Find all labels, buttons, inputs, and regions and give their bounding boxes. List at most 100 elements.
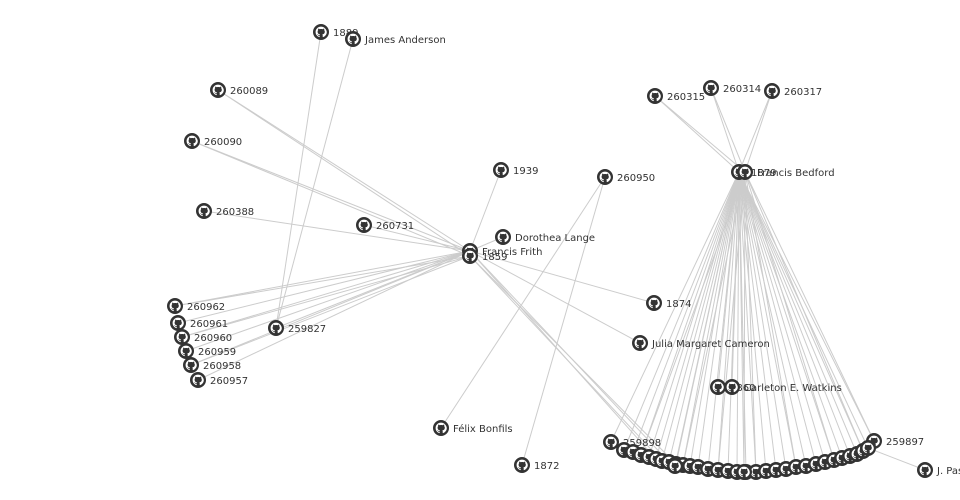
graph-node-260090[interactable]: 260090 xyxy=(184,133,242,149)
edge xyxy=(275,250,471,329)
edge xyxy=(469,250,641,344)
graph-node-1889[interactable]: 1889 xyxy=(313,24,358,40)
edge xyxy=(197,250,471,381)
graph-node-260961[interactable]: 260961 xyxy=(170,315,228,331)
edge xyxy=(648,171,740,458)
node-label: 260314 xyxy=(723,84,761,95)
node-label: Francis Bedford xyxy=(757,168,835,179)
github-icon xyxy=(174,329,190,345)
graph-node-1874[interactable]: 1874 xyxy=(646,295,691,311)
edge xyxy=(710,87,740,173)
edge xyxy=(867,447,926,471)
edge xyxy=(655,171,740,460)
edge xyxy=(738,171,875,442)
edge xyxy=(744,171,757,473)
graph-node-259897[interactable]: 259897 xyxy=(866,433,924,449)
node-label: 260731 xyxy=(376,221,414,232)
graph-node-260317[interactable]: 260317 xyxy=(764,83,822,99)
github-icon xyxy=(710,379,726,395)
edge xyxy=(738,171,851,457)
edge xyxy=(738,171,807,467)
node-label: Francis Frith xyxy=(482,247,542,258)
github-icon xyxy=(462,248,478,264)
edge xyxy=(682,171,746,466)
github-icon xyxy=(210,82,226,98)
graph-node-julia-margaret-cameron[interactable]: Julia Margaret Cameron xyxy=(632,335,770,351)
node-label: 260961 xyxy=(190,319,228,330)
edge xyxy=(469,250,655,304)
node-label: Dorothea Lange xyxy=(515,233,595,244)
graph-node-c32[interactable] xyxy=(736,464,752,480)
node-label: 1859 xyxy=(482,252,507,263)
graph-node-260962[interactable]: 260962 xyxy=(167,298,225,314)
node-label: 260959 xyxy=(198,347,236,358)
github-icon xyxy=(178,343,194,359)
github-icon xyxy=(737,164,753,180)
github-icon xyxy=(646,295,662,311)
node-label: 259897 xyxy=(886,437,924,448)
graph-node-carleton-watkins[interactable]: Carleton E. Watkins xyxy=(724,379,842,395)
edge xyxy=(217,89,471,257)
graph-node-1939[interactable]: 1939 xyxy=(493,162,538,178)
graph-node-260959[interactable]: 260959 xyxy=(178,343,236,359)
edge xyxy=(744,90,773,173)
graph-node-260950[interactable]: 260950 xyxy=(597,169,655,185)
edge xyxy=(469,255,663,462)
graph-node-260089[interactable]: 260089 xyxy=(210,82,268,98)
node-label: 260958 xyxy=(203,361,241,372)
graph-node-francis-bedford[interactable]: Francis Bedford xyxy=(737,164,835,180)
node-label: J. Pas xyxy=(936,466,960,477)
github-icon xyxy=(764,83,780,99)
graph-node-260958[interactable]: 260958 xyxy=(183,357,241,373)
graph-node-260957[interactable]: 260957 xyxy=(190,372,248,388)
github-icon xyxy=(514,457,530,473)
edge xyxy=(469,169,502,252)
edge xyxy=(177,250,471,324)
edge xyxy=(738,171,843,459)
node-label: 260388 xyxy=(216,207,254,218)
edge xyxy=(738,171,817,465)
graph-node-260388[interactable]: 260388 xyxy=(196,203,254,219)
node-label: Julia Margaret Cameron xyxy=(651,339,770,350)
graph-node-260314[interactable]: 260314 xyxy=(703,80,761,96)
graph-node-francis-frith[interactable]: Francis Frith xyxy=(462,243,542,259)
github-icon xyxy=(667,458,683,474)
graph-node-260960[interactable]: 260960 xyxy=(174,329,232,345)
github-icon xyxy=(632,335,648,351)
github-icon xyxy=(313,24,329,40)
graph-node-c30[interactable] xyxy=(860,440,876,456)
node-label: 260090 xyxy=(204,137,242,148)
github-icon xyxy=(493,162,509,178)
graph-node-james-anderson[interactable]: James Anderson xyxy=(345,31,446,47)
graph-node-felix-bonfils[interactable]: Félix Bonfils xyxy=(433,420,513,436)
graph-node-260315[interactable]: 260315 xyxy=(647,88,705,104)
edge xyxy=(174,250,471,307)
graph-node-c31[interactable] xyxy=(667,458,683,474)
github-icon xyxy=(495,229,511,245)
github-icon xyxy=(183,357,199,373)
graph-node-1859[interactable]: 1859 xyxy=(462,248,507,264)
github-icon xyxy=(170,315,186,331)
graph-node-259898[interactable]: 259898 xyxy=(603,434,661,450)
graph-node-j-pas[interactable]: J. Pas xyxy=(917,462,960,478)
edge xyxy=(743,171,746,473)
graph-node-dorothea-lange[interactable]: Dorothea Lange xyxy=(495,229,595,245)
graph-node-1872[interactable]: 1872 xyxy=(514,457,559,473)
edge xyxy=(744,171,864,452)
node-label: 260315 xyxy=(667,92,705,103)
graph-node-260731[interactable]: 260731 xyxy=(356,217,414,233)
edge xyxy=(738,171,787,470)
edge xyxy=(697,171,740,468)
edge xyxy=(654,95,746,173)
node-label: Félix Bonfils xyxy=(453,423,513,435)
github-icon xyxy=(724,379,740,395)
node-label: 260962 xyxy=(187,302,225,313)
github-icon xyxy=(184,133,200,149)
graph-node-1879[interactable]: 1879 xyxy=(731,164,776,180)
graph-node-259827[interactable]: 259827 xyxy=(268,320,326,336)
github-icon xyxy=(703,80,719,96)
github-icon xyxy=(268,320,284,336)
github-icon xyxy=(345,31,361,47)
graph-node-1860[interactable]: 1860 xyxy=(710,379,755,395)
edge xyxy=(185,250,471,352)
